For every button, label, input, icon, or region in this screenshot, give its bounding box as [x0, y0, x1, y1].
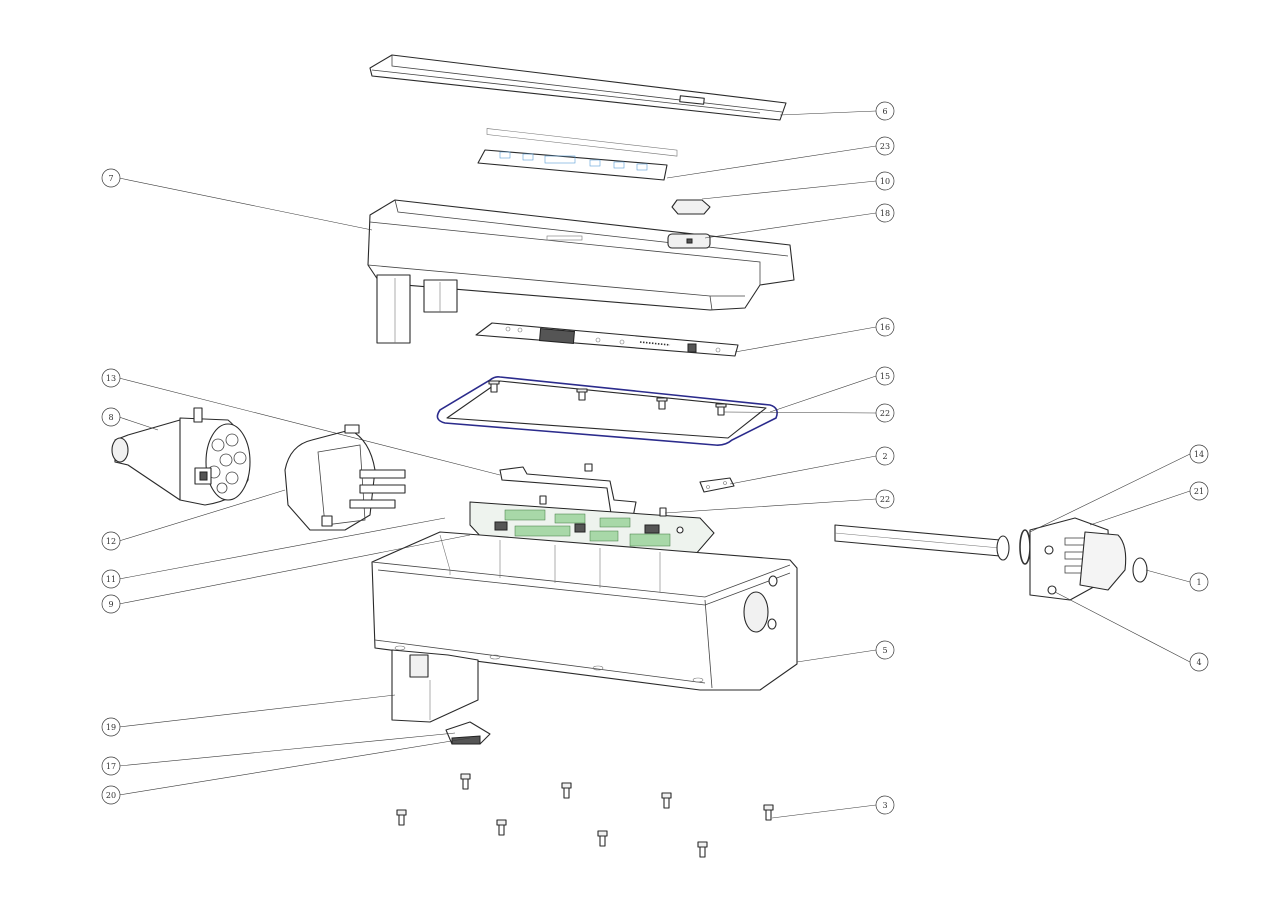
part-display-pcb [475, 322, 739, 357]
callout-10: 10 [875, 171, 895, 191]
frame-screws [488, 380, 727, 416]
callout-11-label: 11 [106, 575, 116, 584]
callout-9-label: 9 [108, 600, 113, 609]
part-button-cap [671, 199, 711, 215]
screw [597, 830, 608, 847]
callout-18-label: 18 [880, 209, 890, 218]
callout-8: 8 [101, 407, 121, 427]
callout-23-label: 23 [880, 142, 890, 151]
callout-5-label: 5 [882, 646, 887, 655]
callout-16: 16 [875, 317, 895, 337]
callout-20-label: 20 [106, 791, 116, 800]
screw [697, 841, 708, 858]
callout-1: 1 [1189, 572, 1209, 592]
callout-19: 19 [101, 717, 121, 737]
callout-15-label: 15 [880, 372, 890, 381]
callout-13: 13 [101, 368, 121, 388]
part-led-lens-strip [477, 149, 668, 181]
callout-22-upper: 22 [875, 403, 895, 423]
callout-6-label: 6 [882, 107, 887, 116]
callout-4-label: 4 [1196, 658, 1201, 667]
callout-12: 12 [101, 531, 121, 551]
part-cable-gland [834, 517, 1148, 601]
callout-9: 9 [101, 594, 121, 614]
screw [496, 819, 507, 836]
screw [561, 782, 572, 799]
callout-3-label: 3 [882, 801, 887, 810]
screw [396, 809, 407, 826]
callout-1-label: 1 [1196, 578, 1201, 587]
callout-20: 20 [101, 785, 121, 805]
callout-22-lower-label: 22 [880, 495, 890, 504]
callout-7-label: 7 [108, 174, 113, 183]
callout-21: 21 [1189, 481, 1209, 501]
part-socket-housing [284, 424, 406, 531]
callout-7: 7 [101, 168, 121, 188]
callout-19-label: 19 [106, 723, 116, 732]
callout-3: 3 [875, 795, 895, 815]
callout-13-label: 13 [106, 374, 116, 383]
callout-23: 23 [875, 136, 895, 156]
callout-18: 18 [875, 203, 895, 223]
pcb-components [494, 509, 684, 547]
callout-2-label: 2 [882, 452, 887, 461]
callout-17: 17 [101, 756, 121, 776]
callout-14-label: 14 [1194, 450, 1204, 459]
screw [460, 773, 471, 790]
callout-14: 14 [1189, 444, 1209, 464]
callout-16-label: 16 [880, 323, 890, 332]
part-top-rail-cover [369, 54, 787, 157]
callout-12-label: 12 [106, 537, 116, 546]
part-screws [396, 773, 774, 858]
part-bracket [499, 463, 637, 523]
part-clip [445, 721, 491, 745]
screw [661, 792, 672, 809]
leader-lines [118, 110, 1191, 819]
callout-2: 2 [875, 446, 895, 466]
part-small-plate [699, 477, 735, 493]
screw [763, 804, 774, 821]
callout-4: 4 [1189, 652, 1209, 672]
callout-5: 5 [875, 640, 895, 660]
part-main-enclosure [371, 531, 798, 723]
callout-8-label: 8 [108, 413, 113, 422]
callout-11: 11 [101, 569, 121, 589]
callout-15: 15 [875, 366, 895, 386]
callout-22-upper-label: 22 [880, 409, 890, 418]
part-connector-inlet [111, 407, 251, 506]
part-gasket-frame [436, 376, 778, 446]
callout-6: 6 [875, 101, 895, 121]
callout-22-lower: 22 [875, 489, 895, 509]
callout-17-label: 17 [106, 762, 116, 771]
callout-21-label: 21 [1194, 487, 1204, 496]
callout-10-label: 10 [880, 177, 890, 186]
part-upper-housing [367, 199, 795, 344]
